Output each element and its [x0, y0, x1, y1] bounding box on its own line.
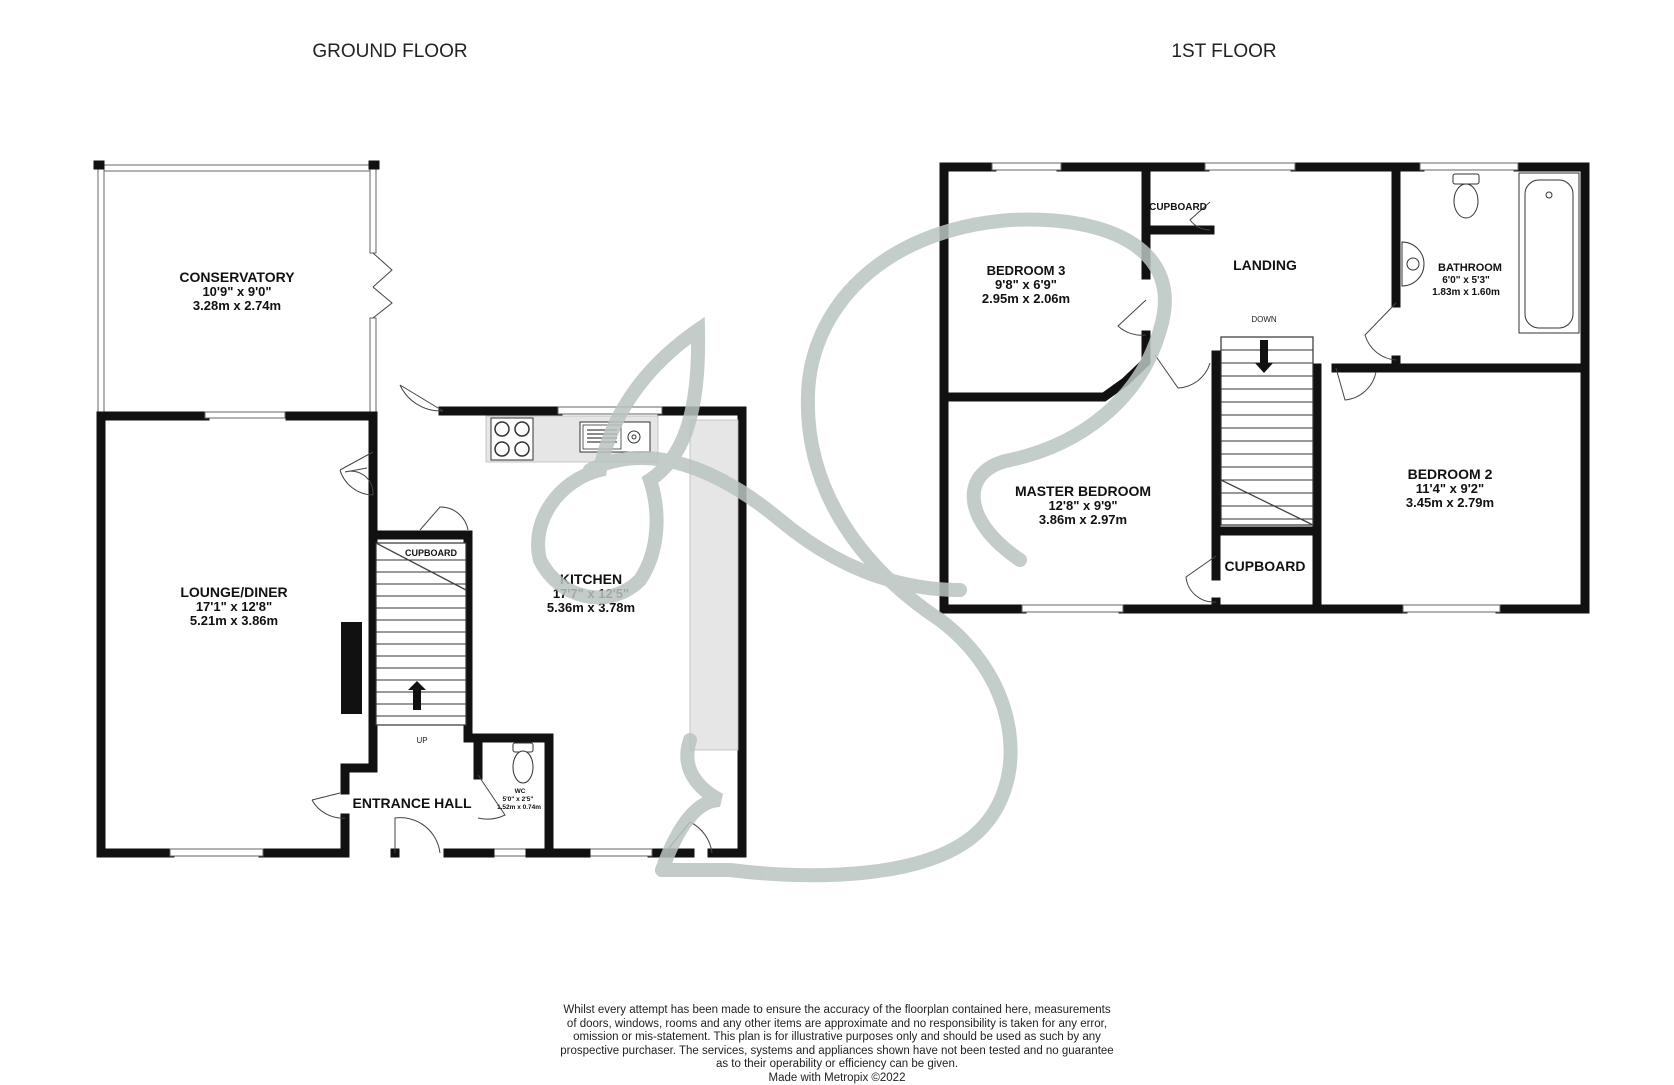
landing-name: LANDING	[1233, 257, 1297, 273]
watermark-logo	[538, 220, 1165, 876]
bathroom-name: BATHROOM	[1438, 262, 1502, 274]
front-door	[395, 818, 440, 853]
cupboard-large-label: CUPBOARD	[1225, 558, 1306, 574]
wc-door	[478, 775, 505, 819]
disclaimer-line: omission or mis-statement. This plan is …	[548, 1031, 1126, 1045]
disclaimer-line: of doors, windows, rooms and any other i…	[548, 1018, 1126, 1032]
lounge-metric: 5.21m x 3.86m	[190, 613, 278, 628]
first-floor-title: 1ST FLOOR	[1171, 41, 1276, 62]
conservatory-metric: 3.28m x 2.74m	[193, 298, 281, 313]
master-bedroom-metric: 3.86m x 2.97m	[1039, 512, 1127, 527]
credit: Made with Metropix ©2022	[548, 1072, 1126, 1085]
bedroom3-metric: 2.95m x 2.06m	[982, 291, 1070, 306]
bathroom-imperial: 6'0" x 5'3"	[1442, 275, 1490, 286]
chimney-breast	[341, 622, 362, 714]
disclaimer-line: as to their operability or efficiency ca…	[548, 1058, 1126, 1072]
ground-stairs	[376, 543, 466, 725]
bedroom2-name: BEDROOM 2	[1408, 466, 1493, 482]
cupboard-small-label: CUPBOARD	[1149, 202, 1207, 213]
toilet-icon	[513, 743, 533, 783]
wc-metric: 1.52m x 0.74m	[497, 804, 541, 811]
disclaimer-line: Whilst every attempt has been made to en…	[548, 1004, 1126, 1018]
entrance-hall-name: ENTRANCE HALL	[353, 795, 472, 811]
master-bedroom-name: MASTER BEDROOM	[1015, 483, 1151, 499]
disclaimer-line: prospective purchaser. The services, sys…	[548, 1045, 1126, 1059]
lounge-name: LOUNGE/DINER	[180, 584, 287, 600]
conservatory-door	[400, 385, 443, 411]
bedroom3-name: BEDROOM 3	[987, 263, 1066, 278]
first-floor-stairs	[1221, 337, 1313, 525]
lounge-hall-door	[312, 793, 345, 818]
bedroom2-metric: 3.45m x 2.79m	[1406, 495, 1494, 510]
wc-name: WC	[515, 788, 526, 795]
first-floor-plan: DOWN BEDROOM 3 9'8" x 6'9" 2.95m x 2.06m…	[944, 163, 1585, 612]
ground-floor-plan: UP CUPBOARD	[98, 165, 742, 856]
bath-icon	[1519, 173, 1579, 333]
bedroom3-imperial: 9'8" x 6'9"	[995, 277, 1057, 292]
conservatory-imperial: 10'9" x 9'0"	[202, 284, 271, 299]
master-bedroom-imperial: 12'8" x 9'9"	[1048, 498, 1117, 513]
basin-icon	[1402, 242, 1424, 286]
conservatory-name: CONSERVATORY	[179, 269, 295, 285]
ground-stair-label: UP	[416, 736, 427, 745]
lounge-walls	[101, 416, 373, 853]
disclaimer: Whilst every attempt has been made to en…	[548, 1004, 1126, 1085]
bathroom-metric: 1.83m x 1.60m	[1432, 287, 1500, 298]
wc-imperial: 5'0" x 2'5"	[503, 796, 534, 803]
toilet-icon	[1453, 174, 1479, 218]
first-stair-label: DOWN	[1251, 315, 1277, 324]
lounge-imperial: 17'1" x 12'8"	[196, 599, 272, 614]
hob-icon	[491, 418, 533, 460]
bedroom2-imperial: 11'4" x 9'2"	[1416, 481, 1484, 496]
ground-cupboard-label: CUPBOARD	[405, 548, 458, 558]
ground-floor-title: GROUND FLOOR	[312, 41, 467, 62]
